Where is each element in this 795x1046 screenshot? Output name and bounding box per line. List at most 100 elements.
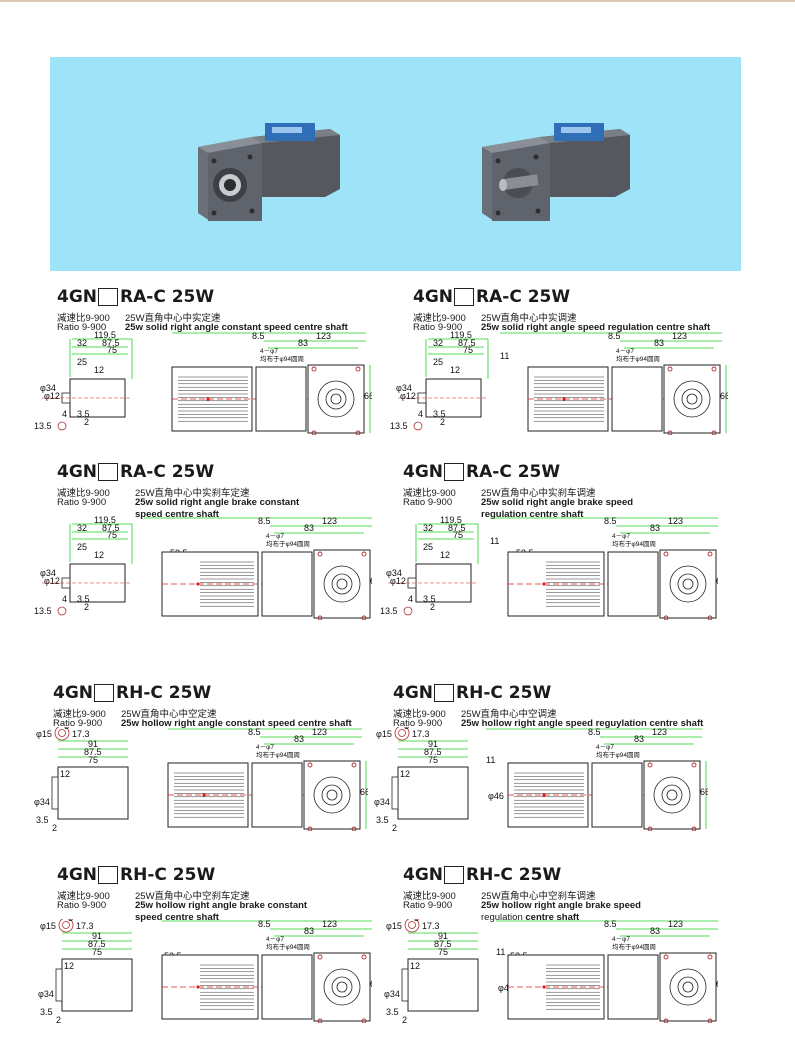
dimension-label: 3.5 <box>376 815 389 825</box>
spec-text: 25w solid right angle brake speed <box>481 497 634 508</box>
spec-ratio-en: Ratio 9-900 <box>57 497 106 508</box>
dimension-label: 66.5 <box>360 787 368 797</box>
dimension-label: φ34 <box>40 568 56 578</box>
dimension-label: 83 <box>634 734 644 744</box>
dimension-label: 32 <box>77 523 87 533</box>
spec-desc-cn: 25W直角中心中空调速 <box>461 706 557 720</box>
dimension-drawing: 517.3φ159187.57512φ343.52φ46112198.51238… <box>374 727 708 831</box>
dimension-label: 17.3 <box>76 921 94 931</box>
spec-ratio-cn: 减速比9-900 <box>403 485 456 499</box>
ratio-placeholder-box <box>98 866 119 884</box>
spec-text: Ratio 9-900 <box>57 322 107 333</box>
spec-desc-en2: speed centre shaft <box>135 509 219 520</box>
dimension-label: 91 <box>438 931 448 941</box>
dimension-label: φ12 <box>44 576 60 586</box>
dimension-label: 11 <box>496 947 505 957</box>
dimension-label: 2 <box>56 1015 61 1023</box>
dimension-label: 25 <box>433 357 443 367</box>
spec-desc-en: 25w solid right angle brake constant <box>135 497 299 508</box>
dimension-label: 119.5 <box>450 331 472 340</box>
spec-text: 25W直角中心中实刹车定速 <box>135 488 250 499</box>
spec-text: speed centre shaft <box>135 509 219 520</box>
dimension-label: φ34 <box>386 568 402 578</box>
spec-desc-en: 25w hollow right angle constant speed ce… <box>121 718 352 729</box>
dimension-label: 75 <box>107 530 117 540</box>
spec-text: Ratio 9-900 <box>57 497 107 508</box>
dimension-label: 123 <box>322 919 337 929</box>
spec-text: 25W直角中心中空刹车调速 <box>481 891 596 902</box>
dimension-label: 123 <box>322 516 337 526</box>
dimension-drawing: 517.3φ159187.57512φ343.522088.5123834－φ7… <box>34 727 368 831</box>
dimension-label: 75 <box>463 345 473 355</box>
spec-desc-cn: 25W直角中心中空定速 <box>121 706 217 720</box>
top-rule <box>0 0 795 2</box>
dimension-label: 91 <box>88 739 98 749</box>
dimension-label: 均布于φ94圆周 <box>256 750 300 759</box>
ratio-placeholder-box <box>434 684 455 702</box>
dimension-label: 17.3 <box>412 729 430 739</box>
spec-text: Ratio 9-900 <box>413 322 463 333</box>
spec-text: Ratio 9-900 <box>403 497 453 508</box>
dimension-label: 17.3 <box>72 729 90 739</box>
dimension-label: 123 <box>316 331 331 341</box>
dimension-label: 5 <box>414 919 419 923</box>
spec-desc-cn: 25W直角中心中实刹车调速 <box>481 485 596 499</box>
dimension-label: 260 <box>580 516 595 518</box>
model-prefix: 4GN <box>57 865 98 885</box>
model-prefix: 4GN <box>403 462 444 482</box>
dimension-label: 219 <box>564 727 579 729</box>
gearbox-flange <box>313 952 371 1022</box>
model-suffix: RH-C 25W <box>120 865 216 885</box>
spec-text: 减速比9-900 <box>393 709 446 720</box>
dimension-label: 66.5 <box>716 979 718 989</box>
dimension-label: 32 <box>423 523 433 533</box>
dimension-label: 66.5 <box>364 391 372 401</box>
ratio-placeholder-box <box>444 463 465 481</box>
model-suffix: RH-C 25W <box>116 683 212 703</box>
spec-text: 25w solid right angle speed regulation c… <box>481 322 711 333</box>
dimension-label: 12 <box>94 550 104 560</box>
dimension-drawing: 119.587.575322512φ34φ1243.5213.52088.512… <box>34 331 372 435</box>
spec-text: 25W直角中心中实定速 <box>125 313 221 324</box>
dimension-label: 4 <box>62 409 67 419</box>
spec-ratio-en: Ratio 9-900 <box>403 900 452 911</box>
dimension-label: φ46 <box>498 983 514 993</box>
dimension-drawing: 119.587.575322512φ34φ1243.5213.552.52498… <box>34 516 372 620</box>
dimension-drawing: 119.587.575322512φ34φ1243.5213.5112198.5… <box>390 331 728 435</box>
dimension-label: 4－φ7 <box>266 936 284 943</box>
dimension-label: 12 <box>450 365 460 375</box>
dimension-label: 83 <box>304 523 314 533</box>
dimension-drawing: 517.3φ159187.57512φ343.52φ461152.58.5123… <box>384 919 718 1023</box>
dimension-drawing: 517.3φ159187.57512φ343.5252.52498.512383… <box>38 919 372 1023</box>
dimension-label: 208 <box>228 331 243 333</box>
product-photo-banner <box>50 57 741 271</box>
dimension-label: 4 <box>408 594 413 604</box>
dimension-label: 均布于φ94圆周 <box>260 354 304 363</box>
dimension-label: 87.5 <box>102 338 120 348</box>
spec-text: Ratio 9-900 <box>393 718 443 729</box>
dimension-label: 8.5 <box>604 516 617 526</box>
spec-text: 25w solid right angle brake constant <box>135 497 300 508</box>
gearbox-flange <box>643 760 701 830</box>
dimension-label: φ34 <box>374 797 390 807</box>
spec-desc-en2: regulation centre shaft <box>481 509 583 520</box>
dimension-label: 3.5 <box>36 815 49 825</box>
spec-desc-en: 25w hollow right angle brake constant <box>135 900 307 911</box>
dimension-label: 87.5 <box>434 939 452 949</box>
spec-ratio-en: Ratio 9-900 <box>413 322 462 333</box>
gearbox-flange <box>659 952 717 1022</box>
spec-text: 25w solid right angle constant speed cen… <box>125 322 348 333</box>
dimension-label: 119.5 <box>94 516 116 525</box>
dimension-label: 8.5 <box>588 727 601 737</box>
dimension-label: 75 <box>107 345 117 355</box>
dimension-label: 12 <box>60 769 70 779</box>
dimension-label: φ15 <box>376 729 392 739</box>
dimension-label: 4－φ7 <box>596 744 614 751</box>
dimension-label: φ34 <box>38 989 54 999</box>
spec-text: 减速比9-900 <box>403 488 456 499</box>
dimension-label: 66.5 <box>716 576 718 586</box>
